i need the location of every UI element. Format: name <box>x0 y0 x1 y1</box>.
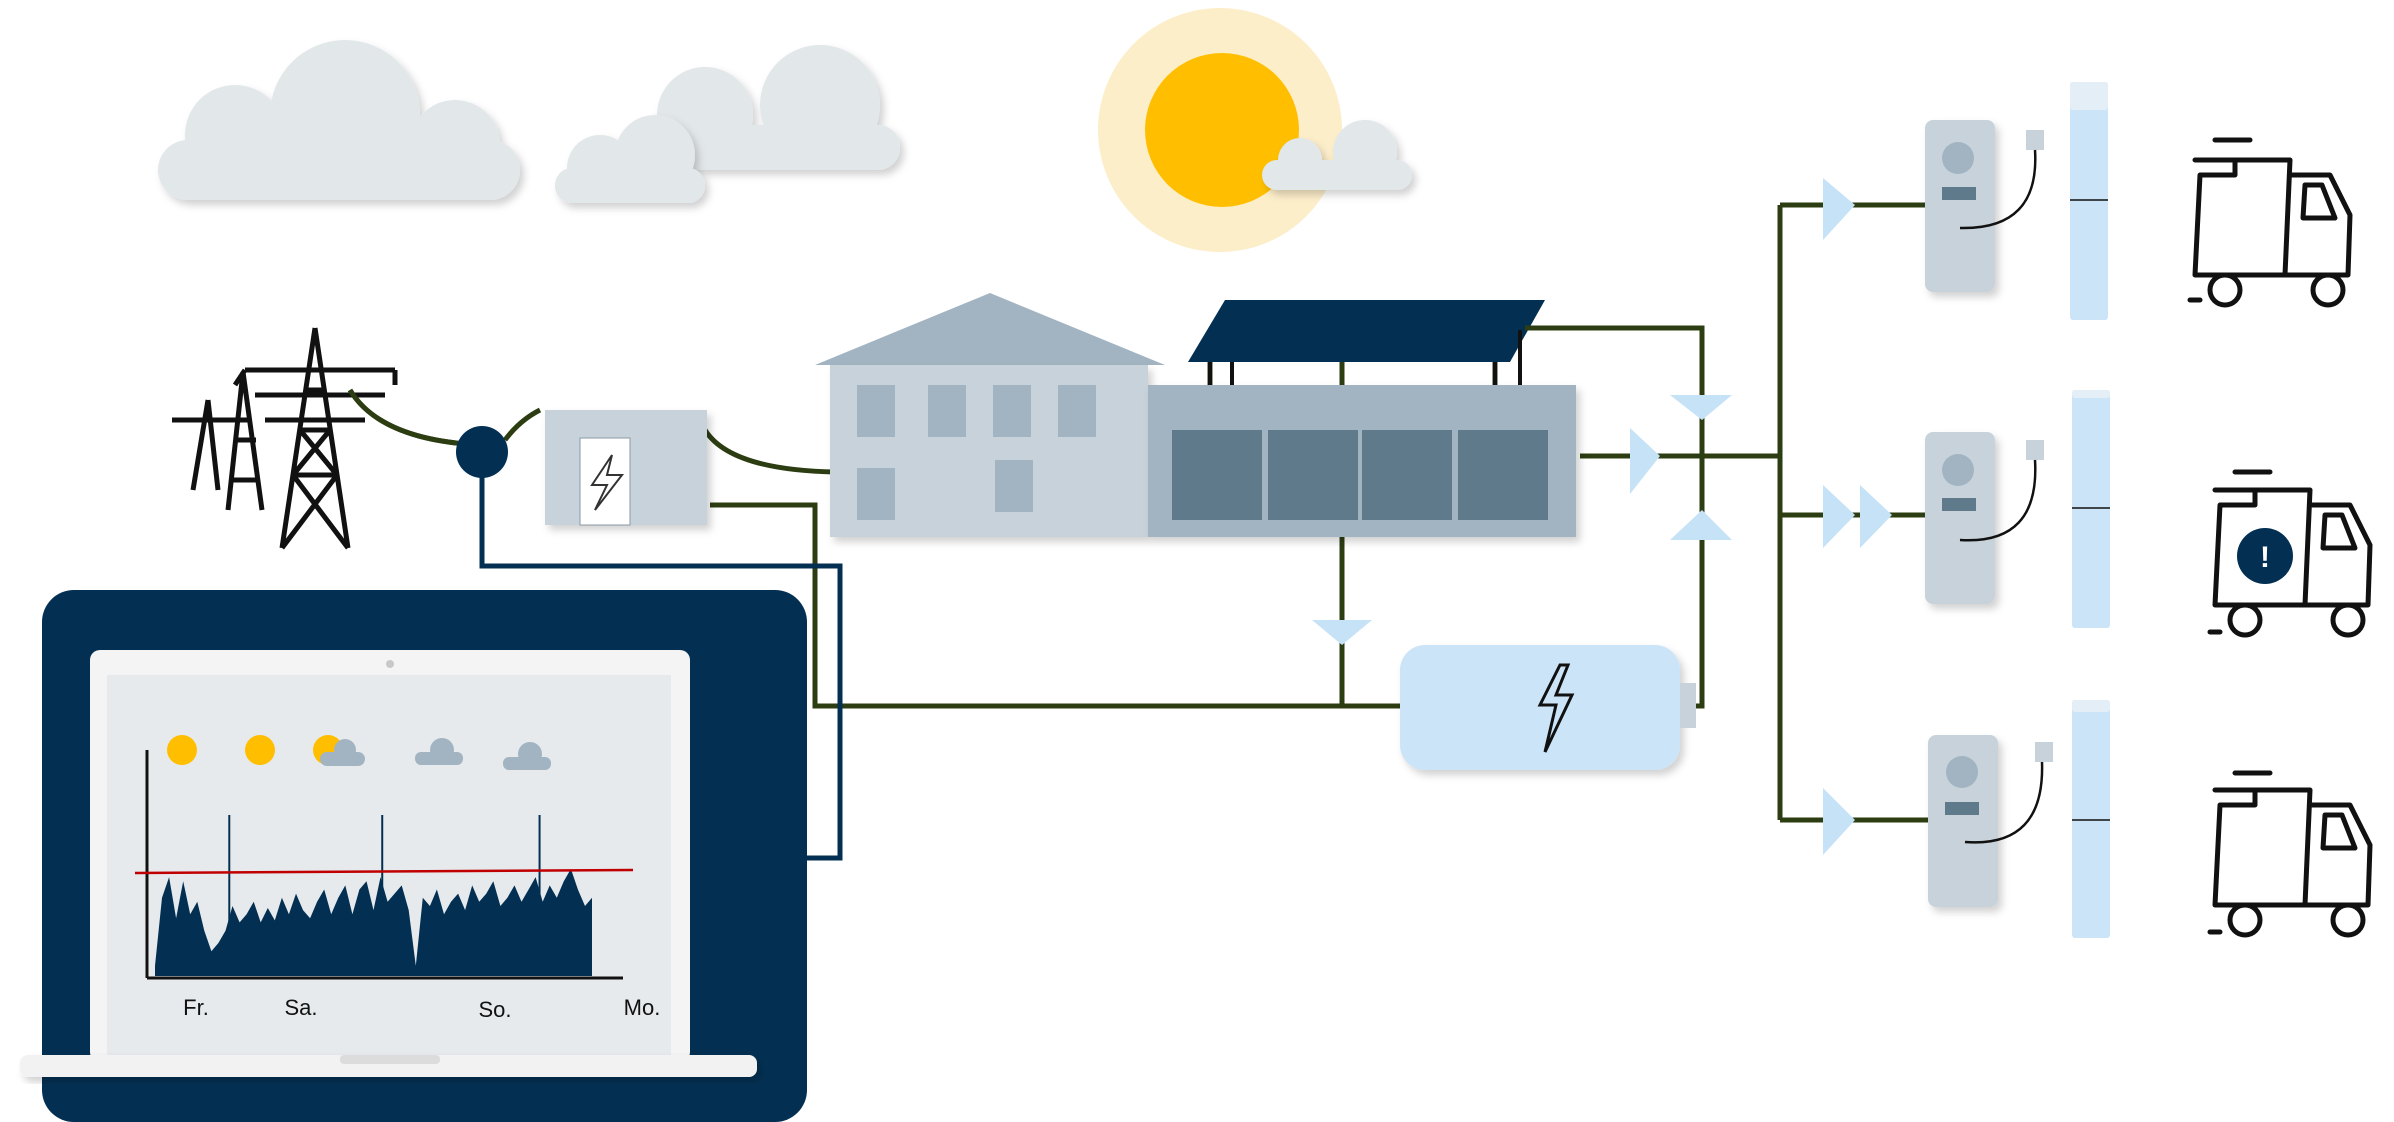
x-tick-label: Fr. <box>183 995 209 1020</box>
sun-cloud-icon <box>1098 8 1412 252</box>
office-building <box>815 293 1165 537</box>
battery-storage <box>1400 645 1696 770</box>
grid-connection-node <box>456 426 508 478</box>
x-tick-label: So. <box>478 997 511 1022</box>
charge-level-bar <box>2070 82 2108 320</box>
cloud-icon <box>415 738 463 765</box>
arrow-right-icon <box>1630 428 1660 494</box>
sun-icon <box>1145 53 1299 207</box>
truck-icon <box>2207 770 2373 938</box>
charging-station <box>1928 735 2053 907</box>
weather-forecast-row <box>167 735 551 770</box>
peak-limit-line <box>134 868 634 875</box>
meter-box <box>545 410 707 526</box>
x-tick-label: Mo. <box>624 995 661 1020</box>
arrow-right-icon <box>1823 788 1855 855</box>
charging-station <box>1925 120 2044 292</box>
x-tick-label: Sa. <box>284 995 317 1020</box>
arrow-right-icon <box>1823 485 1855 548</box>
power-tower-icon <box>172 327 398 550</box>
arrow-down-icon <box>1312 620 1372 645</box>
arrow-down-icon <box>1670 395 1732 420</box>
charge-level-bar <box>2072 390 2110 628</box>
cloud-icon <box>555 115 705 203</box>
arrow-right-icon <box>1823 178 1855 240</box>
charge-level-bar <box>2072 700 2110 938</box>
warehouse-building <box>1148 300 1576 537</box>
alert-symbol: ! <box>2260 541 2270 574</box>
arrow-right-icon <box>1860 485 1892 548</box>
lightning-icon <box>590 454 625 511</box>
truck-icon <box>2187 137 2353 308</box>
solar-panel-icon <box>1188 300 1545 362</box>
sun-icon <box>167 735 197 765</box>
cloud-icon <box>158 40 520 200</box>
sun-cloud-icon <box>313 735 365 766</box>
alert-icon <box>2237 528 2293 584</box>
data-cable <box>479 455 843 861</box>
charging-station <box>1925 432 2044 604</box>
load-profile-chart: Fr. Sa. So. Mo. <box>134 750 661 1022</box>
arrow-up-icon <box>1670 510 1732 540</box>
flow-arrows <box>1312 178 1892 855</box>
laptop-screen <box>107 675 671 1055</box>
cloud-icon <box>503 742 551 770</box>
laptop-base <box>20 1055 757 1077</box>
truck-alert-icon: ! <box>2207 469 2373 638</box>
load-area-series <box>155 868 592 976</box>
laptop-panel <box>20 590 807 1122</box>
sun-icon <box>245 735 275 765</box>
power-line <box>347 388 481 448</box>
lightning-icon <box>1537 663 1575 753</box>
